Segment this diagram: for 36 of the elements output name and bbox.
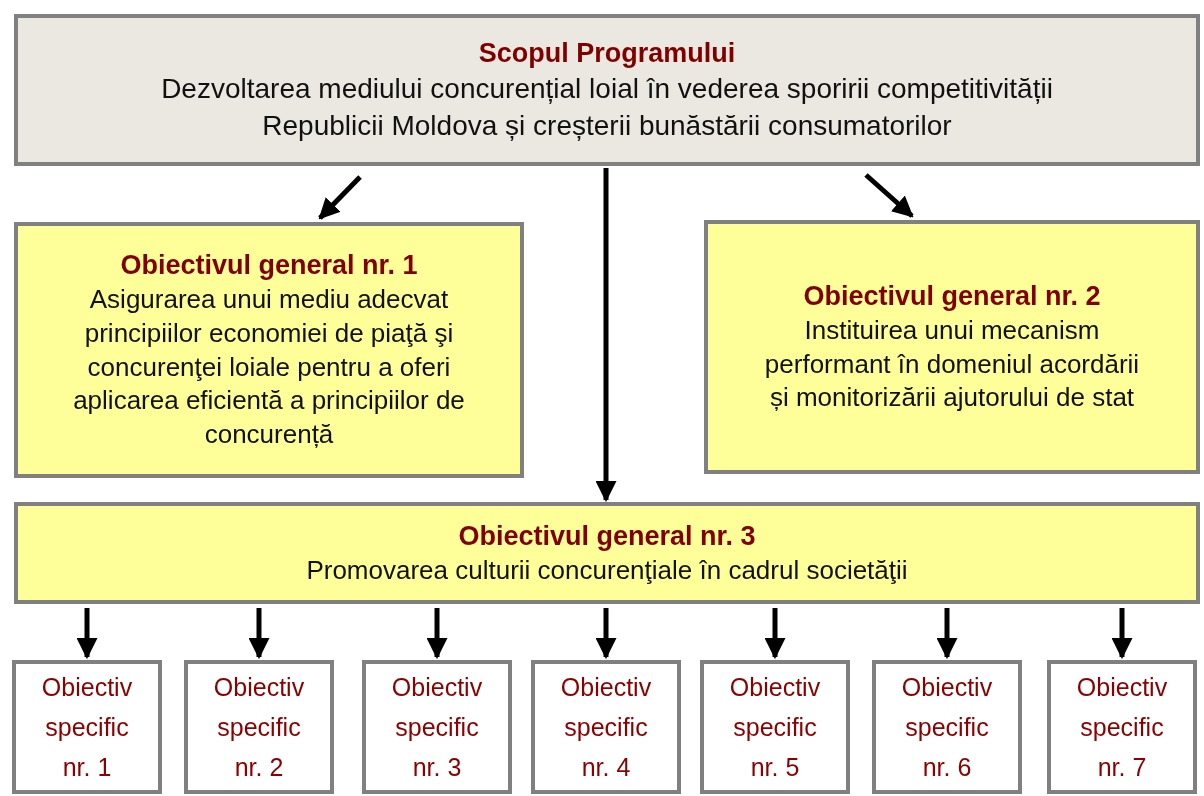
box-description: Asigurarea unui mediu adecvat principiilor economiei de piaţă şi concurenţei loiale pentru a oferi aplicarea eficientă a principiilor de concurență bbox=[72, 283, 466, 452]
arrow bbox=[936, 608, 958, 660]
objective-box bbox=[14, 222, 524, 478]
specific-objective-box bbox=[700, 660, 850, 794]
box-description: Promovarea culturii concurenţiale în cadrul societăţii bbox=[306, 553, 908, 587]
box-description: Instituirea unui mecanism performant în domeniul acordării și monitorizării ajutorului de stat bbox=[763, 313, 1141, 415]
box-heading: Obiectivul general nr. 1 bbox=[120, 248, 418, 282]
objective-label: Obiectiv specific nr. 5 bbox=[728, 672, 822, 783]
objective-box bbox=[704, 220, 1200, 474]
arrow bbox=[426, 608, 448, 660]
box-description: Dezvoltarea mediului concurențial loial în vederea sporirii competitivității Republicii Moldova și creșterii bunăstării consumatorilor bbox=[160, 72, 1054, 143]
objective-label: Obiectiv specific nr. 3 bbox=[390, 672, 484, 783]
arrow bbox=[1111, 608, 1133, 660]
arrow bbox=[764, 608, 786, 660]
box-heading: Obiectivul general nr. 3 bbox=[458, 519, 756, 553]
box-heading: Scopul Programului bbox=[478, 37, 736, 71]
objective-label: Obiectiv specific nr. 1 bbox=[40, 672, 134, 783]
specific-objective-box bbox=[184, 660, 334, 794]
arrow bbox=[595, 608, 617, 660]
goal-box bbox=[14, 14, 1200, 166]
specific-objective-box bbox=[531, 660, 681, 794]
specific-objective-box bbox=[362, 660, 512, 794]
objective-box bbox=[14, 502, 1200, 604]
arrow bbox=[864, 173, 914, 218]
objective-label: Obiectiv specific nr. 2 bbox=[212, 672, 306, 783]
objective-label: Obiectiv specific nr. 6 bbox=[900, 672, 994, 783]
arrow bbox=[76, 608, 98, 660]
specific-objective-box bbox=[872, 660, 1022, 794]
arrow bbox=[248, 608, 270, 660]
objective-label: Obiectiv specific nr. 7 bbox=[1075, 672, 1169, 783]
box-heading: Obiectivul general nr. 2 bbox=[803, 279, 1101, 313]
arrow bbox=[595, 168, 617, 503]
objective-label: Obiectiv specific nr. 4 bbox=[559, 672, 653, 783]
arrow bbox=[318, 175, 362, 220]
specific-objective-box bbox=[12, 660, 162, 794]
specific-objective-box bbox=[1047, 660, 1197, 794]
